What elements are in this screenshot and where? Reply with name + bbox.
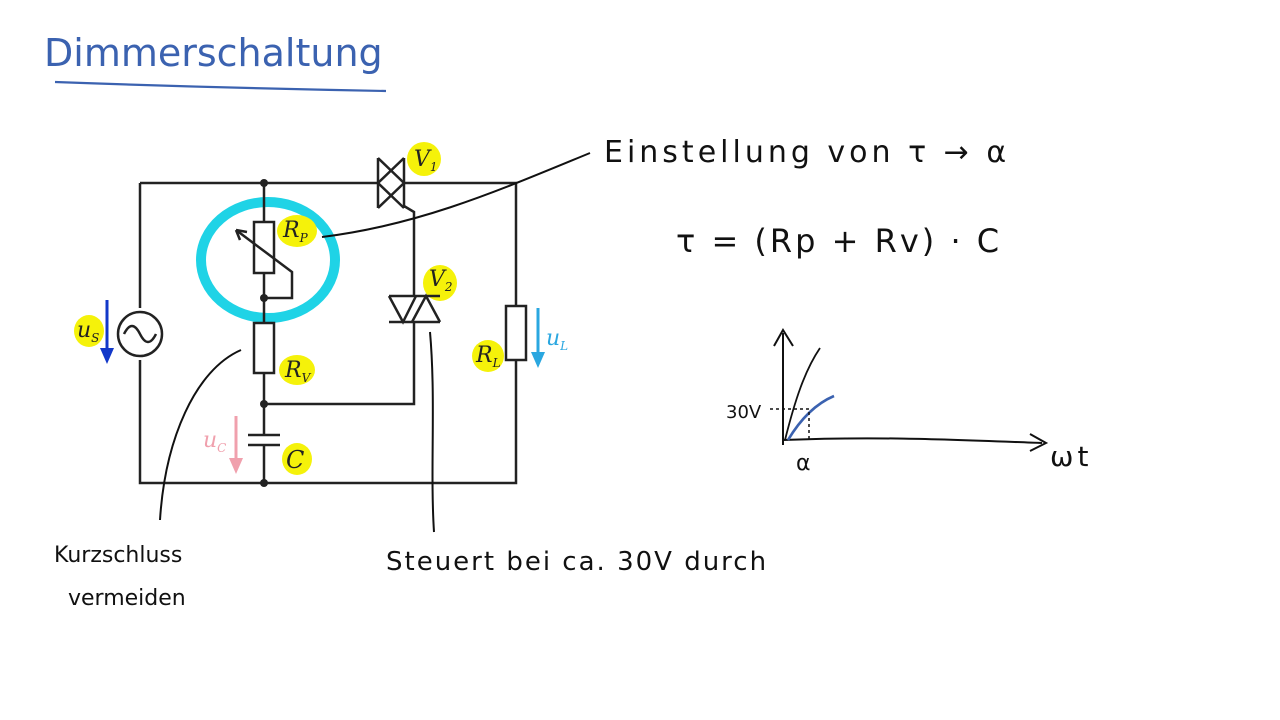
ignition-sketch: 30V α ωt [726, 328, 1092, 476]
c-highlight [282, 443, 312, 475]
junction-bottom [260, 479, 268, 487]
uc-label: uC [203, 428, 226, 455]
rv-highlight [279, 355, 315, 385]
highlights [74, 142, 504, 475]
potentiometer-wiper [235, 229, 294, 300]
c-label: C [286, 446, 304, 474]
diac-note: Steuert bei ca. 30V durch [386, 547, 768, 577]
triac-triangle-a [377, 157, 406, 209]
v1-label: V1 [414, 147, 438, 174]
capacitor [248, 433, 280, 447]
rp-label: RP [282, 218, 309, 245]
series-resistor [252, 321, 276, 375]
sketch-sine-curve [784, 347, 821, 441]
potentiometer [234, 220, 294, 300]
voltage-arrows [100, 300, 545, 474]
us-label: uS [77, 318, 99, 345]
diac-to-gate [403, 204, 416, 296]
triac [376, 157, 406, 209]
sketch-x-axis [782, 437, 1043, 444]
rp-highlight [277, 215, 317, 247]
adjust-note: Einstellung von τ → α [604, 135, 1010, 170]
diac [387, 293, 442, 325]
diac-triangle-a [387, 295, 418, 325]
rp-pointer-line [321, 152, 591, 238]
title: Dimmerschaltung [44, 31, 383, 75]
capacitor-voltage-arrowhead [229, 458, 243, 474]
sketch-wt-label: ωt [1050, 440, 1092, 473]
potentiometer-highlight-circle [196, 197, 340, 323]
rv-label: RV [284, 358, 312, 385]
junction-dots [260, 179, 268, 487]
potentiometer-arrow-icon [234, 228, 248, 241]
source-voltage-arrowhead [100, 348, 114, 364]
junction-lower [260, 400, 268, 408]
sine-icon [122, 324, 158, 344]
diac-pointer-line [429, 331, 435, 533]
sketch-y-axis-arrowhead [773, 328, 794, 347]
ul-label: uL [546, 326, 568, 353]
sketch-dashed-guides [770, 408, 810, 440]
us-highlight [74, 315, 104, 347]
v2-label: V2 [429, 267, 453, 294]
right-bottom-wire [138, 360, 518, 485]
potentiometer-body [252, 220, 276, 275]
diac-wire-bottom [264, 322, 416, 406]
short-circuit-note-line2: vermeiden [68, 586, 186, 611]
top-wire-right [404, 181, 518, 306]
short-circuit-pointer-line [159, 349, 242, 521]
circuit-diagram [138, 181, 518, 485]
formula-note: τ = (Rp + Rv) · C [676, 222, 1002, 260]
rl-label: RL [475, 343, 501, 370]
short-circuit-note-line1: Kurzschluss [54, 543, 182, 568]
sketch-x-axis-arrowhead [1029, 433, 1049, 452]
rl-highlight [472, 340, 504, 372]
sketch-30v-label: 30V [726, 402, 762, 423]
load-voltage-arrowhead [531, 352, 545, 368]
title-underline [54, 80, 387, 93]
diac-triangle-b [410, 293, 442, 323]
junction-top [260, 179, 268, 187]
sketch-alpha-label: α [796, 451, 811, 476]
load-resistor [504, 304, 528, 362]
junction-mid [260, 294, 268, 302]
ac-source [116, 310, 164, 358]
v2-highlight [423, 265, 457, 301]
triac-triangle-b [376, 157, 405, 209]
pointer-lines [159, 152, 591, 533]
v1-highlight [407, 142, 441, 176]
